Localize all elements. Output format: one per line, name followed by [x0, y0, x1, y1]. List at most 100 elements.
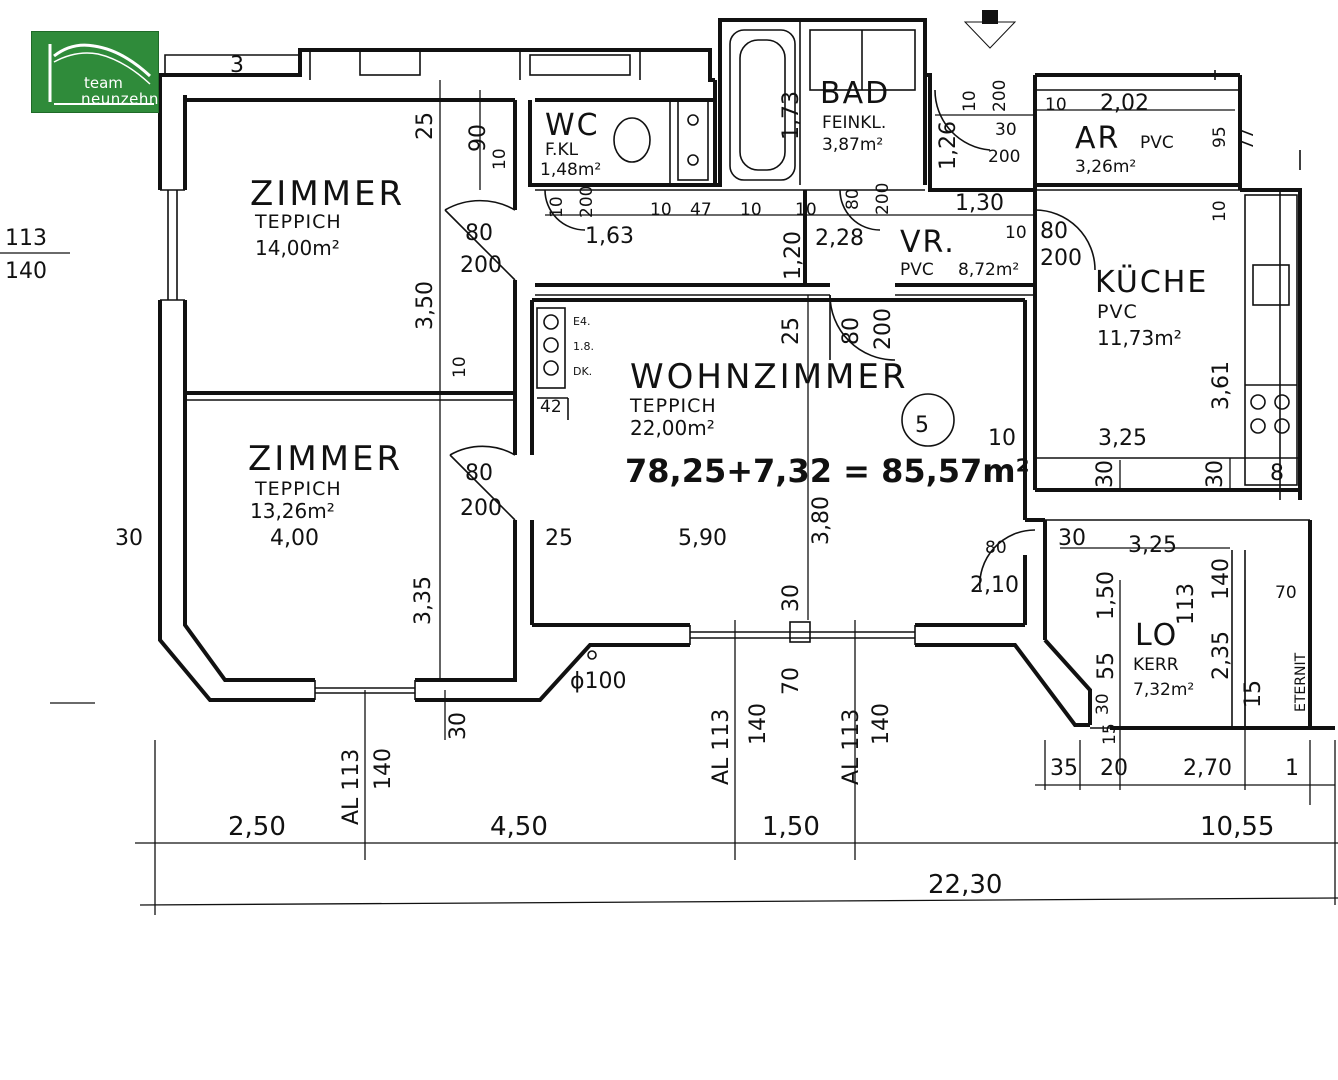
dim-10: 10: [490, 148, 510, 170]
dim-335: 3,35: [411, 576, 436, 625]
dim-210: 2,10: [970, 573, 1019, 598]
walls: [158, 18, 1335, 730]
dim-10k: 10: [988, 426, 1016, 451]
dim-200f: 200: [871, 308, 896, 350]
dimension-texts: 113 140 3 25 90 10 1,73 1,26 10 200 30 2…: [5, 53, 1299, 825]
dim-30a: 30: [995, 120, 1017, 140]
dim-200e: 200: [1040, 246, 1082, 271]
entrance-arrow-icon: [963, 21, 1017, 49]
dim-3: 3: [230, 53, 244, 78]
apartment-number: 5: [915, 413, 929, 438]
dim-130: 1,30: [955, 191, 1004, 216]
dim-15a: 15: [1241, 680, 1266, 708]
dim-10f: 10: [650, 200, 672, 220]
dim-126: 1,26: [936, 121, 961, 170]
dim-al3b: 140: [869, 703, 894, 745]
dim-80f: 80: [985, 538, 1007, 558]
wohnzimmer-name: WOHNZIMMER: [630, 357, 908, 397]
dim-10d: 10: [1210, 200, 1230, 222]
dimension-lines: [0, 80, 1338, 915]
dim-200c: 200: [460, 253, 502, 278]
dim-77: 77: [1238, 128, 1258, 150]
wc-name: WC: [545, 108, 600, 143]
dim-25c: 25: [545, 526, 573, 551]
dim-30c: 30: [1203, 460, 1228, 488]
dim-70a: 70: [1275, 583, 1297, 603]
dim-10g: 10: [740, 200, 762, 220]
kueche-floor: PVC: [1097, 301, 1138, 323]
wohnzimmer-area: 22,00m²: [630, 416, 715, 440]
dim-al2b: 140: [746, 703, 771, 745]
dim-47: 47: [690, 200, 712, 220]
doors: [444, 89, 1096, 591]
ar-area: 3,26m²: [1075, 157, 1136, 177]
baseline-seg3: 1,50: [762, 812, 820, 842]
dim-80a: 80: [465, 221, 493, 246]
wc-floor: F.KL: [545, 140, 579, 160]
zimmer2-name: ZIMMER: [248, 439, 403, 479]
vr-area: 8,72m²: [958, 260, 1019, 280]
dim-30g: 30: [446, 712, 471, 740]
logo-line2: neunzehn: [81, 90, 159, 108]
dim-30h: 30: [1093, 693, 1113, 715]
dim-325a: 3,25: [1098, 426, 1147, 451]
dim-1: 1: [1285, 756, 1299, 781]
zimmer1-area: 14,00m²: [255, 236, 340, 260]
wohnzimmer-floor: TEPPICH: [629, 395, 717, 417]
bad-name: BAD: [820, 76, 890, 111]
baseline-total: 22,30: [928, 870, 1002, 900]
dim-200w: 200: [577, 186, 597, 218]
storage-label-2: 1.8.: [573, 340, 594, 353]
dim-80d: 80: [839, 317, 864, 345]
dim-100: ϕ100: [570, 669, 627, 694]
dim-400: 4,00: [270, 526, 319, 551]
baseline-seg4: 10,55: [1200, 812, 1274, 842]
logo-line1: team: [84, 74, 123, 92]
zimmer1-floor: TEPPICH: [254, 211, 342, 233]
baseline-seg1: 2,50: [228, 812, 286, 842]
dim-140a: 140: [1209, 558, 1234, 600]
dim-200a: 200: [990, 80, 1010, 112]
dim-15b: 15: [1100, 723, 1120, 745]
dim-113a: 113: [1174, 583, 1199, 625]
total-area: 78,25+7,32 = 85,57m²: [625, 452, 1030, 490]
dim-55: 55: [1094, 652, 1119, 680]
dim-20: 20: [1100, 756, 1128, 781]
dim-200g: 200: [460, 496, 502, 521]
eternit-label: ETERNIT: [1293, 652, 1309, 712]
dim-361: 3,61: [1209, 361, 1234, 410]
dim-30d: 30: [115, 526, 143, 551]
vr-name: VR.: [900, 225, 956, 260]
baseline-seg2: 4,50: [490, 812, 548, 842]
dim-10j: 10: [450, 356, 470, 378]
zimmer2-floor: TEPPICH: [254, 478, 342, 500]
dim-10i: 10: [1005, 223, 1027, 243]
loggia-floor: KERR: [1133, 655, 1179, 675]
dim-380: 3,80: [809, 496, 834, 545]
margin-bottom: 140: [5, 259, 47, 284]
loggia-name: LO: [1135, 618, 1178, 653]
dim-270: 2,70: [1183, 756, 1232, 781]
vr-floor: PVC: [900, 260, 934, 280]
storage-label-3: DK.: [573, 365, 592, 378]
wc-area: 1,48m²: [540, 160, 601, 180]
dim-80e: 80: [465, 461, 493, 486]
fixtures: [359, 10, 1298, 660]
loggia-area: 7,32m²: [1133, 680, 1194, 700]
dim-42: 42: [540, 397, 562, 417]
dim-228: 2,28: [815, 226, 864, 251]
bad-area: 3,87m²: [822, 135, 883, 155]
dim-200b: 200: [988, 147, 1020, 167]
dim-70b: 70: [779, 667, 804, 695]
ar-name: AR: [1075, 121, 1120, 156]
dim-202: 2,02: [1100, 91, 1149, 116]
margin-top: 113: [5, 226, 47, 251]
baseline: 2,50 4,50 1,50 10,55 22,30: [228, 812, 1274, 900]
dim-30e: 30: [1058, 526, 1086, 551]
apartment-number-circle: [901, 393, 955, 447]
dim-30f: 30: [779, 584, 804, 612]
dim-10c: 10: [1045, 95, 1067, 115]
team-neunzehn-logo: team neunzehn: [31, 31, 159, 113]
dim-80c: 80: [1040, 219, 1068, 244]
dim-25: 25: [413, 112, 438, 140]
